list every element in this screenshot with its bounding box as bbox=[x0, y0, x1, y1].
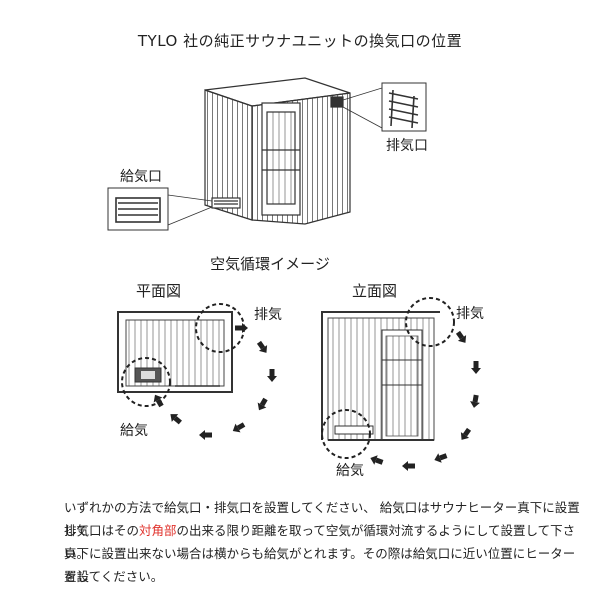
plan-view-diagram bbox=[117, 303, 277, 440]
intake-vent-callout bbox=[107, 187, 213, 231]
page-title: TYLO 社の純正サウナユニットの換気口の位置 bbox=[137, 32, 463, 50]
elevation-view-heading: 立面図 bbox=[352, 282, 398, 300]
elevation-view-diagram bbox=[321, 297, 481, 471]
airflow-subtitle: 空気循環イメージ bbox=[210, 255, 330, 273]
diagonal-emphasis: 対角部 bbox=[139, 523, 177, 538]
intake-vent-label: 給気口 bbox=[120, 169, 162, 185]
elevation-airflow-arrows bbox=[370, 330, 481, 471]
description-line-3: 真下に設置出来ない場合は横からも給気がとれます。その際は給気口に近い位置にヒータ… bbox=[64, 546, 576, 584]
sauna-unit-illustration bbox=[204, 77, 351, 225]
exhaust-vent-callout bbox=[342, 82, 427, 132]
description-line-1: いずれかの方法で給気口・排気口を設置してください、 給気口はサウナヒーター真下に… bbox=[64, 500, 580, 538]
plan-exhaust-label: 排気 bbox=[254, 307, 282, 323]
description-line-2: 排気口はその対角部の出来る限り距離を取って空気が循環対流するようにして設置して下… bbox=[64, 519, 584, 565]
description-line-4: 置してください。 bbox=[64, 569, 164, 584]
exhaust-louver-icon bbox=[388, 89, 419, 129]
plan-view-heading: 平面図 bbox=[136, 282, 182, 300]
elevation-exhaust-label: 排気 bbox=[456, 306, 484, 322]
description-line-2-end: の出来る限り距離を取って空気が循環対流するようにして設置して下さい。 bbox=[64, 523, 576, 561]
description-line-2-start: 排気口はその bbox=[64, 523, 140, 538]
exhaust-vent-label: 排気口 bbox=[386, 138, 428, 154]
elevation-intake-label: 給気 bbox=[336, 463, 364, 479]
intake-louver-icon bbox=[115, 197, 161, 223]
plan-intake-label: 給気 bbox=[120, 423, 148, 439]
plan-airflow-arrows bbox=[153, 323, 277, 440]
